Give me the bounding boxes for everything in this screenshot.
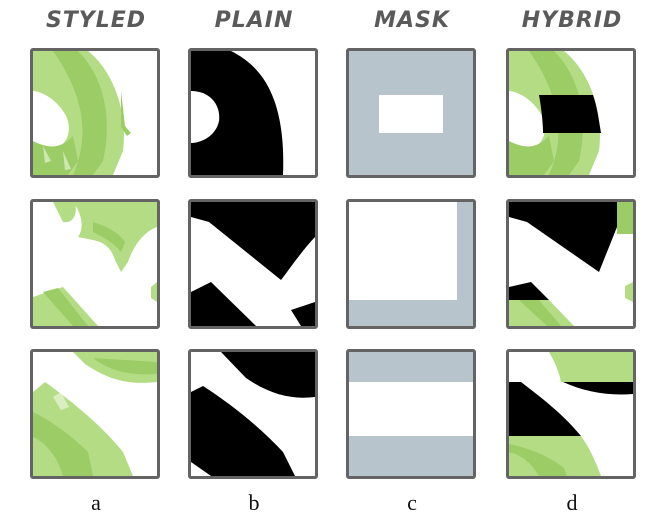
tile-mask-row-2 bbox=[346, 199, 476, 329]
tile-mask-row-3 bbox=[346, 349, 476, 479]
column-caption-d: d bbox=[566, 490, 578, 515]
tile-plain-row-2 bbox=[188, 199, 318, 329]
tile-plain-row-3 bbox=[188, 349, 318, 479]
tile-styled-row-3 bbox=[30, 349, 160, 479]
column-caption-a: a bbox=[91, 490, 101, 515]
tile-mask-row-1 bbox=[346, 48, 476, 178]
tile-styled-row-1 bbox=[30, 48, 160, 178]
column-header-hybrid: HYBRID bbox=[521, 8, 623, 33]
tile-hybrid-row-1 bbox=[506, 48, 636, 178]
column-caption-c: c bbox=[407, 490, 417, 515]
column-header-plain: PLAIN bbox=[214, 8, 294, 33]
column-header-mask: MASK bbox=[374, 8, 450, 33]
tile-styled-row-2 bbox=[30, 199, 160, 329]
tile-hybrid-row-2 bbox=[506, 199, 636, 329]
column-caption-b: b bbox=[248, 490, 260, 515]
column-header-styled: STYLED bbox=[45, 8, 147, 33]
tile-plain-row-1 bbox=[188, 48, 318, 178]
tile-hybrid-row-3 bbox=[506, 349, 636, 479]
